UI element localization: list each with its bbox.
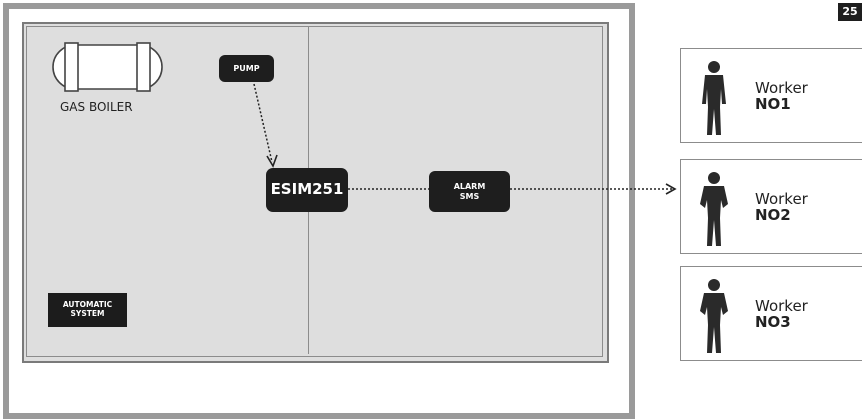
device-label: ESIM251	[270, 180, 344, 199]
pump-label: PUMP	[233, 63, 260, 73]
automatic-system-box: AUTOMATIC SYSTEM	[48, 293, 127, 327]
esim251-box: ESIM251	[266, 168, 348, 212]
worker-text-2: Worker NO2	[755, 190, 808, 224]
worker-card-3: Worker NO3	[680, 266, 862, 361]
device-to-workers-arrow	[348, 183, 677, 195]
room-inner-border	[26, 26, 603, 357]
person-icon	[700, 279, 728, 353]
pump-to-device-arrow	[253, 83, 278, 168]
worker-title: Worker	[755, 190, 808, 208]
worker-text-3: Worker NO3	[755, 297, 808, 331]
gas-boiler-label: GAS BOILER	[60, 100, 133, 114]
person-icon	[702, 61, 726, 135]
automatic-system-label: AUTOMATIC SYSTEM	[62, 300, 113, 318]
worker-card-2: Worker NO2	[680, 159, 862, 254]
worker-text-1: Worker NO1	[755, 79, 808, 113]
worker-number: NO1	[755, 94, 791, 113]
worker-number: NO2	[755, 205, 791, 224]
worker-number: NO3	[755, 312, 791, 331]
pump-box: PUMP	[219, 55, 274, 82]
worker-title: Worker	[755, 297, 808, 315]
gas-boiler-icon	[52, 42, 163, 92]
worker-card-1: Worker NO1	[680, 48, 862, 143]
alarm-sms-box: ALARM SMS	[429, 171, 510, 212]
alarm-label: ALARM SMS	[453, 182, 486, 201]
worker-title: Worker	[755, 79, 808, 97]
person-icon	[700, 172, 728, 246]
page-number: 25	[838, 3, 862, 21]
